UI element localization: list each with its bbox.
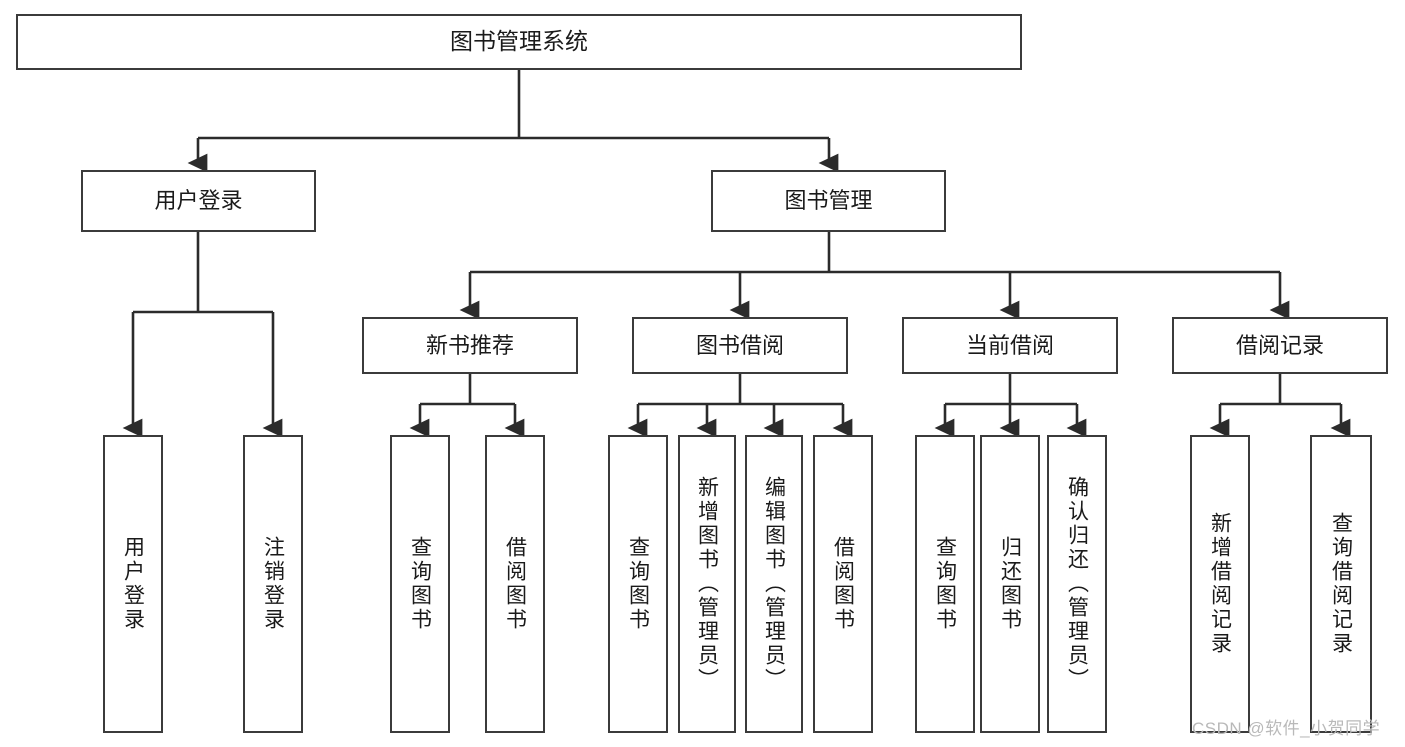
leaf-query-book-borrow-label: 查询图书 — [626, 536, 650, 632]
leaf-logout-label: 注销登录 — [261, 536, 285, 632]
leaf-add-borrow-record[interactable]: 新增借阅记录 — [1190, 435, 1250, 733]
leaf-logout[interactable]: 注销登录 — [243, 435, 303, 733]
node-user-login[interactable]: 用户登录 — [81, 170, 316, 232]
leaf-query-book-recommendation[interactable]: 查询图书 — [390, 435, 450, 733]
leaf-confirm-return-admin[interactable]: 确认归还（管理员） — [1047, 435, 1107, 733]
leaf-add-book-admin-label: 新增图书（管理员） — [695, 476, 719, 692]
leaf-borrow-book-borrow[interactable]: 借阅图书 — [813, 435, 873, 733]
leaf-edit-book-admin[interactable]: 编辑图书（管理员） — [745, 435, 803, 733]
node-book-borrow-label: 图书借阅 — [695, 332, 784, 358]
node-user-login-label: 用户登录 — [154, 188, 243, 214]
node-root-label: 图书管理系统 — [450, 28, 588, 55]
leaf-query-book-borrow[interactable]: 查询图书 — [608, 435, 668, 733]
leaf-query-book-recommendation-label: 查询图书 — [408, 536, 432, 632]
leaf-add-book-admin[interactable]: 新增图书（管理员） — [678, 435, 736, 733]
node-book-borrow[interactable]: 图书借阅 — [632, 317, 848, 374]
leaf-query-borrow-record-label: 查询借阅记录 — [1329, 512, 1353, 656]
leaf-confirm-return-admin-label: 确认归还（管理员） — [1065, 476, 1089, 692]
node-borrow-record[interactable]: 借阅记录 — [1172, 317, 1388, 374]
node-current-borrow-label: 当前借阅 — [965, 332, 1054, 358]
leaf-query-book-current[interactable]: 查询图书 — [915, 435, 975, 733]
node-new-book-recommendation-label: 新书推荐 — [425, 332, 514, 358]
node-borrow-record-label: 借阅记录 — [1235, 332, 1324, 358]
leaf-borrow-book-recommendation-label: 借阅图书 — [503, 536, 527, 632]
node-root[interactable]: 图书管理系统 — [16, 14, 1022, 70]
leaf-return-book[interactable]: 归还图书 — [980, 435, 1040, 733]
node-new-book-recommendation[interactable]: 新书推荐 — [362, 317, 578, 374]
leaf-user-login[interactable]: 用户登录 — [103, 435, 163, 733]
node-current-borrow[interactable]: 当前借阅 — [902, 317, 1118, 374]
leaf-borrow-book-borrow-label: 借阅图书 — [831, 536, 855, 632]
leaf-user-login-label: 用户登录 — [121, 536, 145, 632]
leaf-query-borrow-record[interactable]: 查询借阅记录 — [1310, 435, 1372, 733]
leaf-query-book-current-label: 查询图书 — [933, 536, 957, 632]
leaf-edit-book-admin-label: 编辑图书（管理员） — [762, 476, 786, 692]
node-book-manage[interactable]: 图书管理 — [711, 170, 946, 232]
watermark-text: CSDN @软件_小贺同学 — [1192, 719, 1381, 738]
node-book-manage-label: 图书管理 — [784, 188, 873, 214]
leaf-add-borrow-record-label: 新增借阅记录 — [1208, 512, 1232, 656]
leaf-borrow-book-recommendation[interactable]: 借阅图书 — [485, 435, 545, 733]
leaf-return-book-label: 归还图书 — [998, 536, 1022, 632]
